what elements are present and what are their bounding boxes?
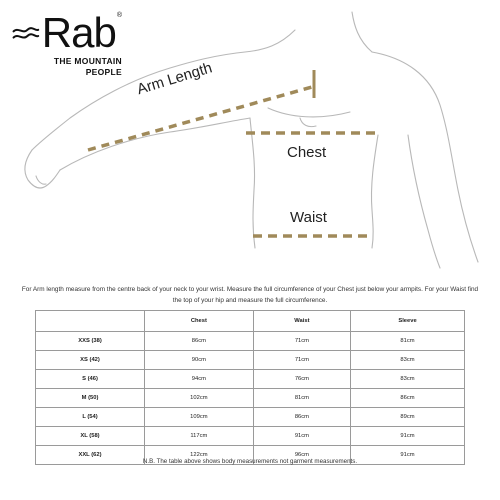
sleeve-cell: 89cm bbox=[350, 407, 465, 427]
chest-label: Chest bbox=[287, 144, 327, 161]
table-row: L (54) 109cm 86cm 89cm bbox=[35, 407, 465, 427]
chest-cell: 90cm bbox=[144, 350, 254, 370]
table-row: XXS (38) 86cm 71cm 81cm bbox=[35, 331, 465, 351]
sleeve-cell: 91cm bbox=[350, 426, 465, 446]
size-chart-table: Chest Waist Sleeve XXS (38) 86cm 71cm 81… bbox=[35, 310, 465, 465]
arm-length-line bbox=[87, 85, 313, 152]
logo-mark: Rab ® bbox=[12, 10, 122, 54]
waist-cell: 86cm bbox=[252, 407, 352, 427]
waist-label: Waist bbox=[290, 209, 327, 226]
measurement-note: N.B. The table above shows body measurem… bbox=[142, 458, 358, 465]
size-cell: XXL (62) bbox=[35, 445, 145, 465]
sleeve-cell: 83cm bbox=[350, 369, 465, 389]
waist-cell: 96cm bbox=[252, 445, 352, 465]
size-cell: L (54) bbox=[35, 407, 145, 427]
table-row: XL (58) 117cm 91cm 91cm bbox=[35, 426, 465, 446]
chest-cell: 102cm bbox=[144, 388, 254, 408]
table-row: XXL (62) 122cm 96cm 91cm bbox=[35, 445, 465, 465]
brand-tagline: THE MOUNTAIN PEOPLE bbox=[12, 56, 122, 78]
sleeve-cell: 83cm bbox=[350, 350, 465, 370]
table-row: S (46) 94cm 76cm 83cm bbox=[35, 369, 465, 389]
mountain-waves-icon bbox=[12, 27, 40, 39]
measurement-instructions: For Arm length measure from the centre b… bbox=[21, 286, 479, 304]
tagline-line-1: THE MOUNTAIN bbox=[53, 56, 122, 66]
waist-cell: 91cm bbox=[252, 426, 352, 446]
chest-cell: 94cm bbox=[144, 369, 254, 389]
table-row: XS (42) 90cm 71cm 83cm bbox=[35, 350, 465, 370]
size-cell: M (50) bbox=[35, 388, 145, 408]
body-outline bbox=[24, 11, 479, 269]
body-measurement-figure bbox=[24, 11, 479, 269]
waist-cell: 71cm bbox=[252, 350, 352, 370]
header-waist: Waist bbox=[252, 310, 352, 332]
measure-lines bbox=[87, 70, 376, 238]
chest-cell: 117cm bbox=[144, 426, 254, 446]
size-cell: XL (58) bbox=[35, 426, 145, 446]
waist-cell: 76cm bbox=[252, 369, 352, 389]
size-cell: XXS (38) bbox=[35, 331, 145, 351]
header-sleeve: Sleeve bbox=[350, 310, 465, 332]
waist-cell: 71cm bbox=[252, 331, 352, 351]
sleeve-cell: 86cm bbox=[350, 388, 465, 408]
header-size bbox=[35, 310, 145, 332]
table-row: M (50) 102cm 81cm 86cm bbox=[35, 388, 465, 408]
sleeve-cell: 81cm bbox=[350, 331, 465, 351]
rab-logo: Rab ® THE MOUNTAIN PEOPLE bbox=[12, 10, 122, 78]
table-header-row: Chest Waist Sleeve bbox=[35, 310, 465, 332]
size-cell: XS (42) bbox=[35, 350, 145, 370]
size-cell: S (46) bbox=[35, 369, 145, 389]
chest-cell: 86cm bbox=[144, 331, 254, 351]
brand-name: Rab bbox=[41, 9, 117, 56]
chest-cell: 109cm bbox=[144, 407, 254, 427]
sleeve-cell: 91cm bbox=[350, 445, 465, 465]
tagline-line-2: PEOPLE bbox=[85, 67, 122, 77]
registered-mark: ® bbox=[116, 12, 122, 19]
waist-cell: 81cm bbox=[252, 388, 352, 408]
header-chest: Chest bbox=[144, 310, 254, 332]
